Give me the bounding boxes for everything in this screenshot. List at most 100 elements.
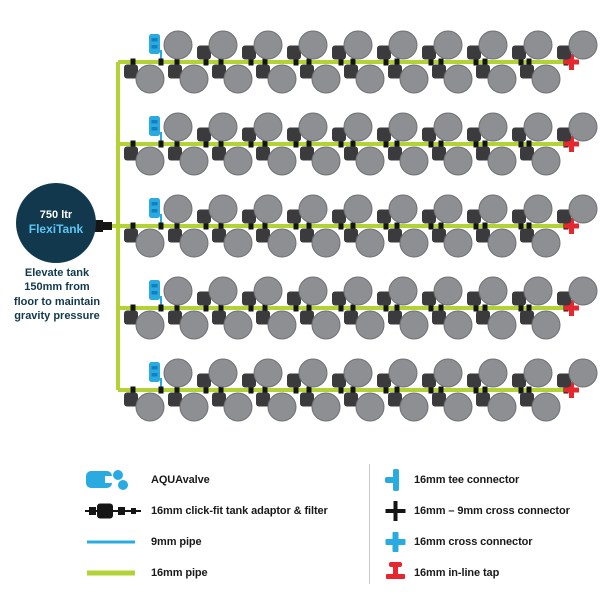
cross-connector: [518, 386, 524, 394]
pot: [487, 146, 517, 176]
pot: [298, 358, 328, 388]
pot-tray: [124, 392, 138, 407]
pot-tray: [422, 291, 436, 306]
tank-note: Elevate tank 150mm from floor to maintai…: [13, 267, 101, 322]
pot-tray: [467, 291, 481, 306]
pot-tray: [287, 373, 301, 388]
pot-tray: [168, 392, 182, 407]
pot: [478, 194, 508, 224]
shape: [131, 507, 136, 514]
pot: [433, 30, 463, 60]
cross-connector: [428, 140, 434, 148]
pot-tray: [344, 392, 358, 407]
aquavalve-detail: [151, 120, 158, 124]
pot-tray: [242, 209, 256, 224]
legend-item: 16mm pipe: [85, 557, 367, 588]
pot-tray: [212, 64, 226, 79]
pot: [443, 64, 473, 94]
pot: [223, 392, 253, 422]
pot: [253, 30, 283, 60]
pot: [443, 146, 473, 176]
pot: [135, 228, 165, 258]
cross-connector: [438, 386, 444, 394]
pot: [523, 30, 553, 60]
pot-tray: [422, 45, 436, 60]
pot: [478, 30, 508, 60]
pot: [253, 194, 283, 224]
cross-connector: [338, 222, 344, 230]
pot: [355, 392, 385, 422]
pot-tray: [520, 228, 534, 243]
pot-tray: [124, 228, 138, 243]
pot: [523, 276, 553, 306]
pot: [208, 112, 238, 142]
pot-tray: [467, 127, 481, 142]
cross-connector: [203, 140, 209, 148]
inline-tap: [564, 141, 579, 147]
pot-tray: [242, 127, 256, 142]
pot-tray: [520, 392, 534, 407]
legend-label: 16mm tee connector: [414, 473, 520, 486]
pot-tray: [124, 64, 138, 79]
legend-label: AQUAvalve: [151, 473, 210, 486]
cross-connector: [158, 222, 164, 230]
pot: [399, 228, 429, 258]
pot-tray: [377, 209, 391, 224]
cross-connector: [394, 304, 400, 312]
pot-tray: [432, 392, 446, 407]
pot: [135, 64, 165, 94]
cross-connector: [428, 386, 434, 394]
pot-tray: [422, 209, 436, 224]
pot: [267, 146, 297, 176]
cross-connector: [158, 140, 164, 148]
cross-connector: [526, 58, 532, 66]
pot-tray: [476, 146, 490, 161]
pot: [208, 358, 238, 388]
cross-connector: [394, 386, 400, 394]
cross-connector: [428, 58, 434, 66]
pot-tray: [388, 392, 402, 407]
legend-label: 16mm – 9mm cross connector: [414, 504, 570, 517]
cross-connector: [174, 222, 180, 230]
pot-tray: [300, 228, 314, 243]
shape: [113, 469, 123, 480]
pot-tray: [388, 228, 402, 243]
pot: [568, 358, 598, 388]
legend: AQUAvalve 16mm click-fit tank adaptor & f…: [0, 458, 600, 596]
pot: [343, 358, 373, 388]
pot: [223, 310, 253, 340]
pot-tray: [300, 64, 314, 79]
pot: [355, 310, 385, 340]
cross-connector: [482, 304, 488, 312]
cross-connector: [482, 386, 488, 394]
tank-capacity-label: 750 ltr: [39, 209, 73, 222]
pot-tray: [332, 209, 346, 224]
pot-tray: [520, 310, 534, 325]
cross-connector: [350, 222, 356, 230]
cross-connector: [130, 140, 136, 148]
cross-connector: [306, 304, 312, 312]
shape: [385, 508, 406, 513]
legend-label: 16mm in-line tap: [414, 566, 500, 579]
pot-tray: [242, 45, 256, 60]
pot-tray: [300, 310, 314, 325]
legend-icon-cell: [382, 560, 414, 586]
cross-16-9-icon: [385, 500, 406, 521]
legend-item: 16mm in-line tap: [382, 557, 596, 588]
pot: [223, 146, 253, 176]
cross-connector: [383, 58, 389, 66]
pot-tray: [332, 291, 346, 306]
pot: [208, 276, 238, 306]
pot: [523, 112, 553, 142]
tank-name-label: FlexiTank: [28, 222, 84, 237]
legend-item: 16mm click-fit tank adaptor & filter: [85, 495, 367, 526]
pot: [568, 112, 598, 142]
pot: [388, 112, 418, 142]
legend-icon-cell: [382, 467, 414, 493]
pot-tray: [377, 291, 391, 306]
cross-connector: [293, 140, 299, 148]
pot: [443, 228, 473, 258]
pot-tray: [422, 373, 436, 388]
legend-label: 16mm click-fit tank adaptor & filter: [151, 504, 328, 517]
legend-item: 16mm cross connector: [382, 526, 596, 557]
